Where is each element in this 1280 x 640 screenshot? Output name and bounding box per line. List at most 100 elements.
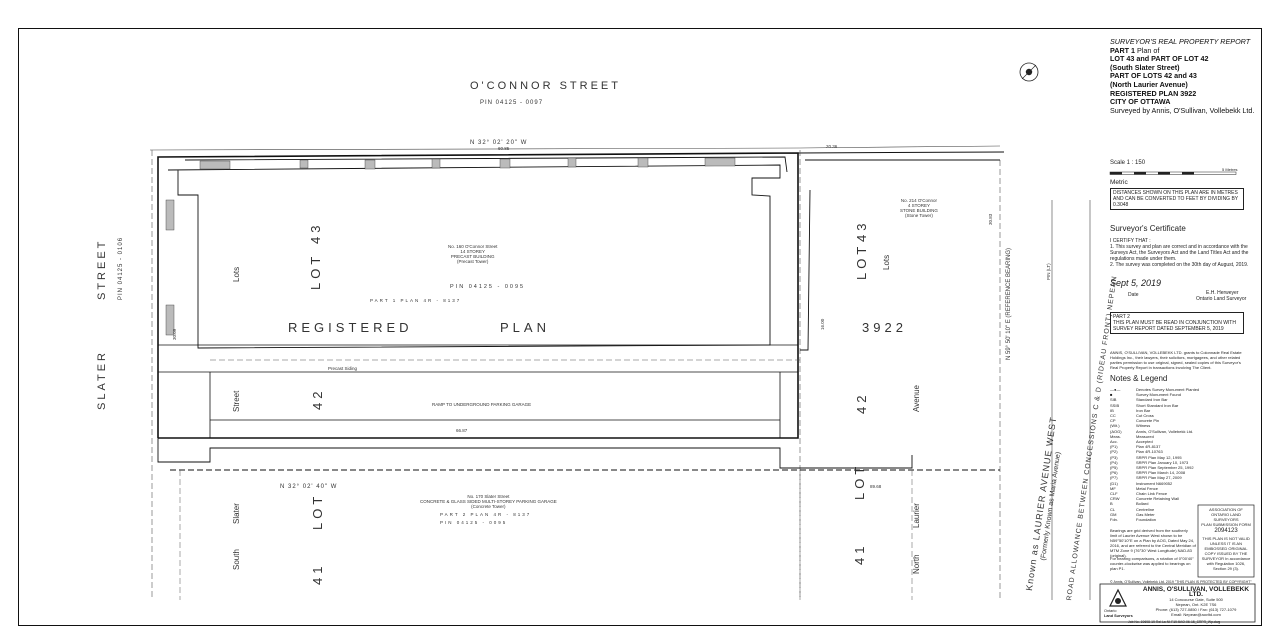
permission-note: ANNIS, O'SULLIVAN, VOLLEBEKK LTD. grants…: [1110, 350, 1242, 370]
legend-description: Denotes Survey Monument Planted: [1136, 387, 1200, 392]
dim-south: 89.68: [870, 484, 882, 489]
legend-row: Acc. Accepted: [1110, 439, 1199, 444]
slater-street-label-2: SLATER: [96, 350, 108, 410]
legend-row: Meas.Measured: [1110, 434, 1199, 439]
legend-description: Chain Link Fence: [1136, 491, 1168, 497]
avenue-label: Avenue: [912, 385, 921, 412]
legend-symbol: —●—: [1110, 387, 1121, 392]
pin-south: PIN 04125 - 0095: [440, 520, 508, 525]
plan-number-label: 3922: [862, 320, 907, 335]
metric-text: DISTANCES SHOWN ON THIS PLAN ARE IN METR…: [1110, 188, 1244, 210]
lot-43-number: 43: [308, 221, 323, 244]
legend-symbol: SSIB: [1110, 402, 1120, 408]
laurier-bearing: N 59° 50' 10" E (REFERENCE BEARING): [1006, 247, 1012, 360]
dim-ramp: 66.87: [456, 428, 468, 433]
building-214-oconnor-outline: [800, 159, 1000, 351]
legend-symbol: SIB: [1110, 397, 1117, 403]
bearings-note: Bearings are grid derived from the south…: [1110, 528, 1196, 558]
legend-description: Gas Meter: [1136, 511, 1155, 517]
legend-symbol: (P4): [1110, 459, 1118, 465]
dim-top2: 20.36: [826, 144, 838, 149]
surveyor-name: E.H. Herweyer: [1206, 290, 1239, 296]
dim-east2: 16.00: [820, 318, 825, 330]
legend-description: Iron Bar: [1136, 407, 1151, 413]
legend-description: SRPR Plan January 10, 1973: [1136, 459, 1189, 465]
lot-42-number: 42: [310, 387, 325, 410]
dim-east: 30.83: [988, 213, 993, 225]
legend-description: Plan 4R-8137: [1136, 444, 1161, 450]
legend-description: Short Standard Iron Bar: [1136, 402, 1179, 408]
legend-row: SSIB Short Standard Iron Bar: [1110, 403, 1199, 408]
dim-top: 60.85: [498, 146, 510, 151]
legend-description: Accepted: [1136, 439, 1153, 445]
legend-description: Plan 4R-10763: [1136, 449, 1163, 455]
lot-41-east-label: LOT: [852, 462, 867, 500]
legend-symbol: Acc.: [1110, 439, 1118, 445]
metric-heading: Metric: [1110, 179, 1128, 186]
street-w-label: Street: [232, 390, 241, 412]
legend-description: Survey Monument Found: [1136, 392, 1181, 398]
legend-description: Concrete Retaining Wall: [1136, 496, 1179, 502]
legend-row: (D1) Instrument N669052: [1110, 481, 1199, 486]
legend-description: Instrument N669052: [1136, 480, 1173, 486]
lot-42-number-east: 42: [854, 391, 869, 414]
slater-street-label-1: STREET: [96, 238, 108, 300]
legend-row: (P5) SRPR Plan September 25, 1992: [1110, 465, 1199, 470]
surveyor-title: Ontario Land Surveyor: [1196, 296, 1247, 302]
legend-description: SRPR Plan May 27, 2009: [1136, 475, 1182, 481]
certificate-body: I CERTIFY THAT : 1. This survey and plan…: [1110, 238, 1249, 268]
legend-symbol: (D1): [1110, 480, 1118, 486]
scale-label: Scale 1 : 150: [1110, 160, 1146, 166]
south-label: South: [232, 549, 241, 570]
ramp-label: RAMP TO UNDERGROUND PARKING GARAGE: [432, 402, 532, 407]
lot-43-east-number: 43: [854, 219, 869, 242]
survey-sheet: [18, 28, 1262, 626]
certificate-heading: Surveyor's Certificate: [1110, 224, 1186, 233]
property-boundary: [157, 152, 799, 439]
legend-description: Measured: [1136, 433, 1154, 439]
part2-box: PART 2 THIS PLAN MUST BE READ IN CONJUNC…: [1110, 312, 1244, 334]
ols-label: Ontario: [1104, 609, 1117, 613]
legend-row: ■ Survey Monument Found: [1110, 392, 1199, 397]
legend-symbol: CC: [1110, 413, 1116, 419]
legend-description: Concrete Pin: [1136, 418, 1160, 424]
plan-label: PLAN: [500, 320, 550, 335]
north-label: North: [912, 554, 921, 574]
legend-heading: Notes & Legend: [1110, 374, 1168, 383]
job-number: Job No. 19698-19 Rel-Ls-Nl-F19-5AO-06-15…: [1128, 620, 1221, 624]
part1-plan: PART 1 PLAN 4R - 8137: [370, 298, 462, 303]
legend-description: Bollard: [1136, 501, 1149, 507]
legend-symbol: MF: [1110, 485, 1116, 491]
lots-east-label: Lots: [882, 254, 891, 270]
lot-41-number: 41: [310, 562, 325, 585]
legend-description: Cut Cross: [1136, 413, 1154, 419]
lot-43-label: LOT: [308, 252, 323, 290]
lot-41-label: LOT: [310, 492, 325, 530]
registered-label: REGISTERED: [288, 320, 413, 335]
legend-symbol: (AOG): [1110, 428, 1122, 434]
oconnor-street-label: O'CONNOR STREET: [470, 80, 621, 92]
firm-box: [1099, 583, 1256, 623]
legend-symbol: (P1): [1110, 444, 1118, 450]
legend-description: SRPR Plan September 25, 1992: [1136, 465, 1194, 471]
legend-symbol: (P3): [1110, 454, 1118, 460]
legend-symbol: (P5): [1110, 465, 1118, 471]
dim-west: 30.09: [172, 328, 177, 340]
legend-row: (P4) SRPR Plan January 10, 1973: [1110, 460, 1199, 465]
legend-symbol: (Wit.): [1110, 423, 1120, 429]
legend-row: (Wit.)Witness: [1110, 423, 1199, 428]
legend-row: Fdn.Foundation: [1110, 517, 1199, 522]
legend-symbol: ■: [1110, 392, 1113, 398]
legend-description: Metal Fence: [1136, 485, 1159, 491]
scale-end: 5 Metres: [1222, 167, 1238, 172]
legend-row: (P3)SRPR Plan May 12, 1995: [1110, 455, 1199, 460]
slater-w-label: Slater: [232, 503, 241, 524]
date-label: Date: [1128, 292, 1139, 298]
